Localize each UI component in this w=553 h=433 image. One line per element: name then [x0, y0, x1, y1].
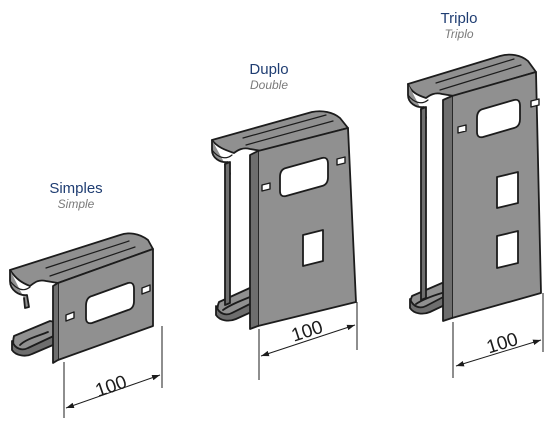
label-duplo: Duplo Double: [238, 62, 300, 91]
product-name-simples: Simples: [49, 180, 103, 197]
dimension-value-duplo: 100: [289, 317, 326, 347]
product-name-triplo: Triplo: [440, 10, 478, 27]
dimension-arrow: [260, 324, 356, 357]
dimension-duplo: [258, 302, 358, 380]
dimension-arrow: [65, 374, 161, 409]
dimension-simples: [63, 326, 163, 418]
bracket-triplo: [407, 53, 542, 322]
bracket-duplo: [211, 110, 357, 330]
square-opening: [496, 171, 519, 209]
square-opening: [302, 229, 324, 267]
dimension-value-simples: 100: [93, 372, 130, 402]
product-subtitle-triplo: Triplo: [444, 27, 474, 41]
label-triplo: Triplo Triplo: [428, 11, 490, 40]
product-subtitle-duplo: Double: [249, 78, 289, 92]
dimension-triplo: [452, 293, 544, 378]
dimension-value-triplo: 100: [484, 329, 520, 358]
bracket-simples: [9, 232, 154, 364]
label-simples: Simples Simple: [40, 181, 112, 210]
product-name-duplo: Duplo: [249, 61, 289, 78]
dimension-arrow: [455, 339, 542, 367]
square-opening: [496, 230, 519, 269]
product-subtitle-simples: Simple: [57, 197, 95, 211]
